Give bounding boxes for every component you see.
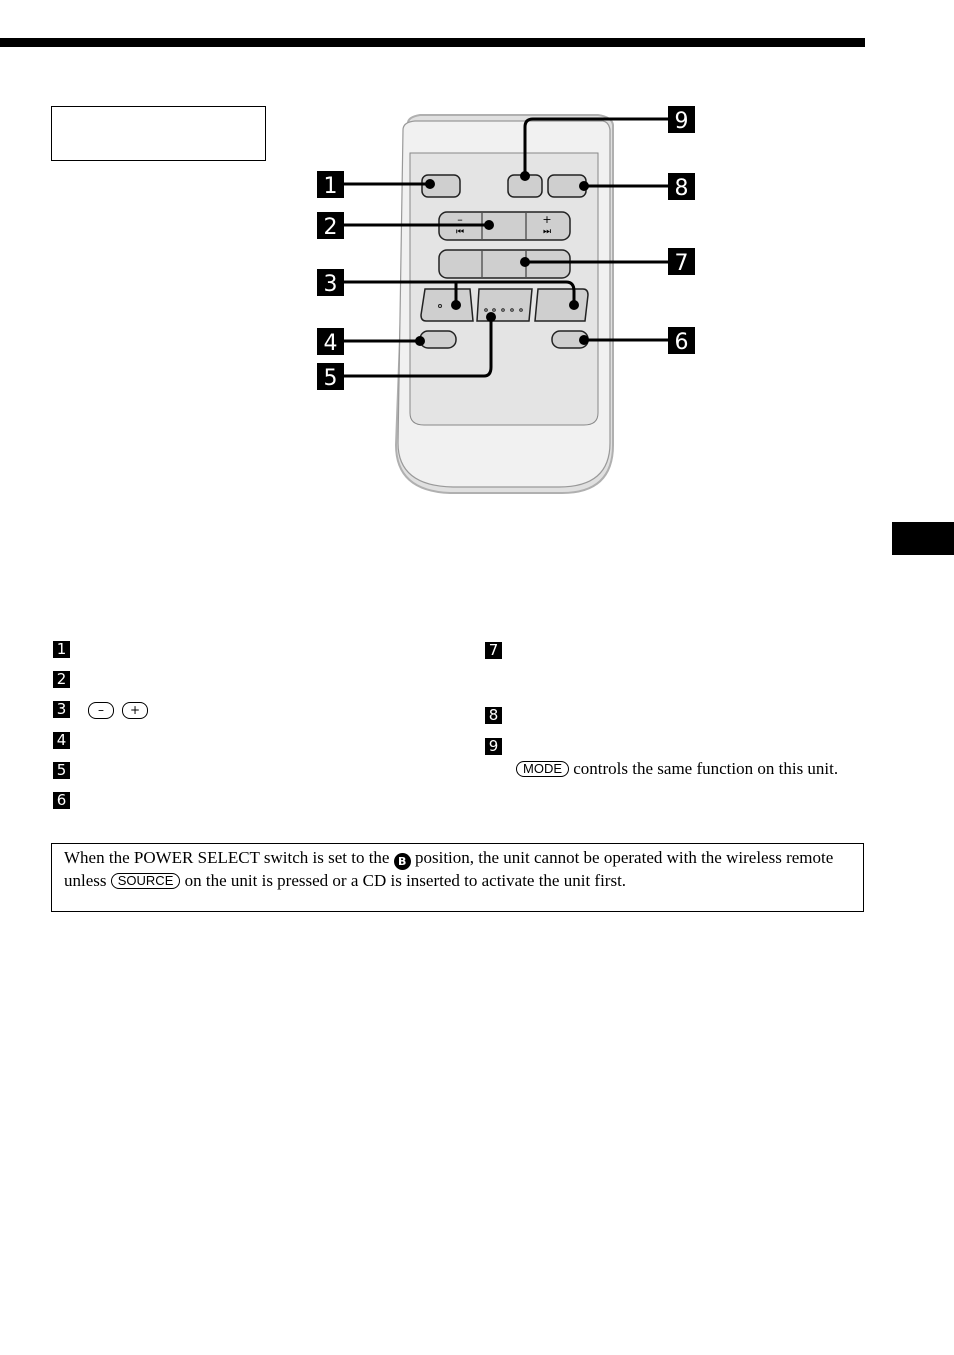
callout-number-1: 1 [324, 174, 338, 199]
list-item-5: 5 [53, 762, 70, 782]
callout-number-4: 4 [324, 331, 338, 356]
callout-number-6: 6 [675, 330, 689, 355]
callout-number-8: 8 [675, 176, 689, 201]
remote-button-4 [419, 330, 457, 349]
prev-icon: ⏮ [456, 227, 464, 237]
item-number: 4 [53, 732, 70, 749]
item-number: 5 [53, 762, 70, 779]
callout-box-8 [668, 173, 695, 200]
list-item-7: 7 [485, 642, 502, 662]
top-rule [0, 38, 865, 47]
section-tab [892, 522, 954, 555]
callout-number-7: 7 [675, 251, 689, 276]
callout-box-1 [317, 171, 344, 198]
item-number: 6 [53, 792, 70, 809]
note-text-2: position, the unit cannot be operated wi… [64, 848, 834, 890]
list-item-1: 1 [53, 641, 70, 661]
list-item-4: 4 [53, 732, 70, 752]
item-number: 2 [53, 671, 70, 688]
list-item-3: 3 – + [53, 701, 148, 721]
title-box [51, 106, 266, 161]
list-item-8: 8 [485, 707, 502, 727]
plus-button-symbol: + [122, 701, 148, 719]
remote-button-5 [476, 288, 533, 322]
callout-box-2 [317, 212, 344, 239]
callout-number-2: 2 [324, 215, 338, 240]
source-button-symbol: SOURCE [110, 873, 181, 889]
callout-box-3 [317, 269, 344, 296]
note-box: When the POWER SELECT switch is set to t… [51, 843, 864, 912]
item-number: 7 [485, 642, 502, 659]
item-number: 3 [53, 701, 70, 718]
callout-box-6 [668, 327, 695, 354]
seek-minus-label: – [457, 213, 463, 226]
callout-number-3: 3 [324, 272, 338, 297]
list-item-2: 2 [53, 671, 70, 691]
callout-number-9: 9 [675, 109, 689, 134]
list-item-6: 6 [53, 792, 70, 812]
callout-box-9 [668, 106, 695, 133]
mode-note-text: controls the same function on this unit. [573, 759, 839, 778]
note-text-3: on the unit is pressed or a CD is insert… [184, 871, 627, 890]
seek-plus-label: + [542, 213, 551, 226]
mode-note: MODE controls the same function on this … [516, 758, 866, 779]
item-number: 1 [53, 641, 70, 658]
mode-button-symbol: MODE [516, 761, 569, 777]
callout-dots [415, 171, 589, 346]
remote-button-3-right [534, 288, 589, 322]
minus-button-symbol: – [88, 701, 114, 719]
callout-box-7 [668, 248, 695, 275]
item-number: 8 [485, 707, 502, 724]
list-item-9: 9 [485, 738, 502, 758]
remote-button-3-left [420, 288, 474, 322]
next-icon: ⏭ [543, 227, 551, 237]
note-text-1: When the POWER SELECT switch is set to t… [64, 848, 390, 867]
callout-number-5: 5 [324, 366, 338, 391]
item-number: 9 [485, 738, 502, 755]
callout-box-4 [317, 328, 344, 355]
callout-leader-lines [344, 117, 668, 378]
callout-box-5 [317, 363, 344, 390]
position-b-icon: B [393, 853, 411, 870]
remote-diagram: – + ⏮ ⏭ [317, 106, 695, 494]
remote-button-7-bar [438, 249, 571, 279]
